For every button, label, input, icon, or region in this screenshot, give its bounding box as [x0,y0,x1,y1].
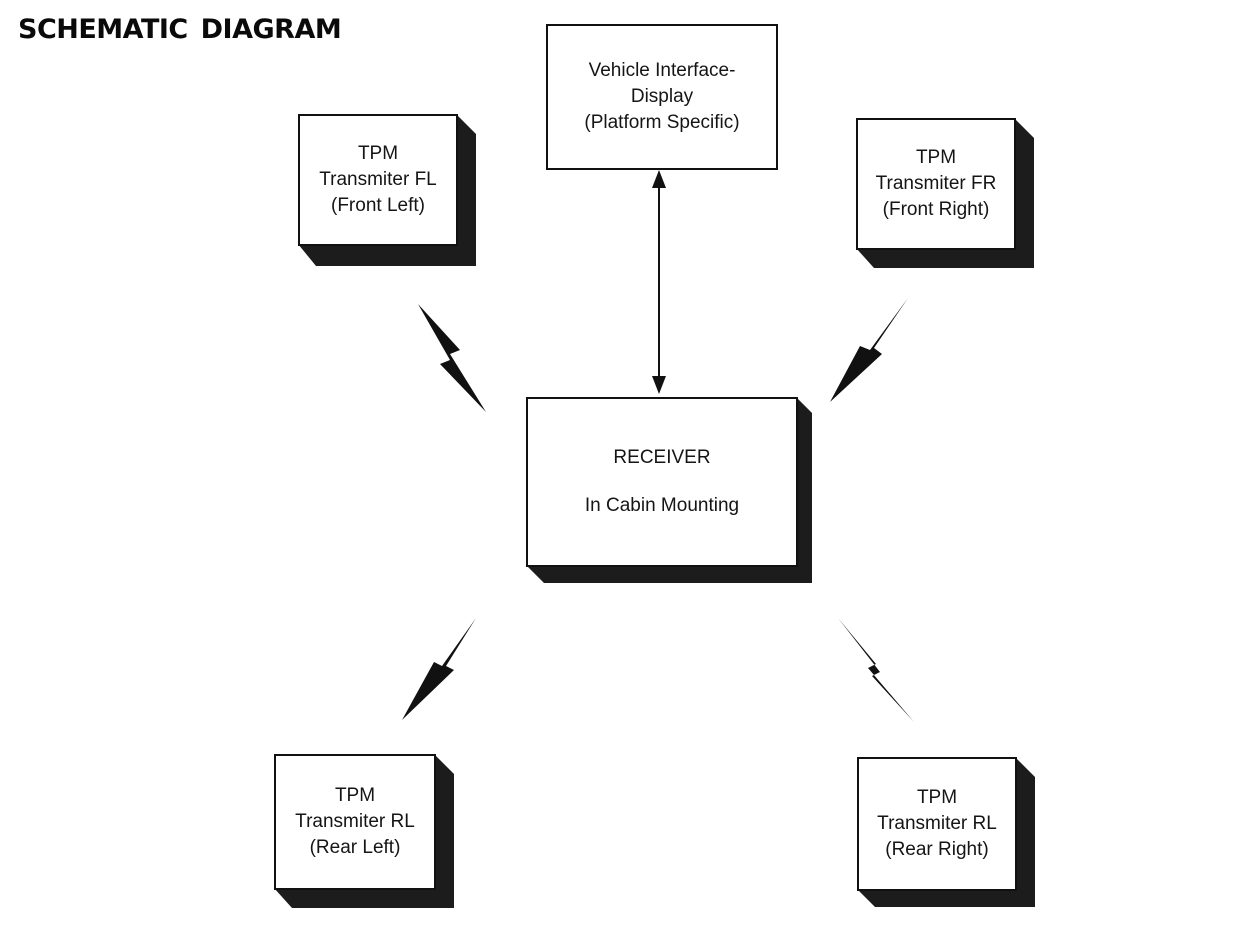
transmitter-rr-line-3: (Rear Right) [885,839,989,860]
transmitter-rl-line-3: (Rear Left) [309,837,401,858]
wireless-signal-fl-icon [418,304,486,412]
transmitter-fr-line-2: Transmiter FR [875,173,997,194]
wireless-signal-rl-icon [402,618,476,720]
vehicle-interface-display-box: Vehicle Interface- Display (Platform Spe… [546,24,778,170]
receiver-box: RECEIVER In Cabin Mounting [526,397,798,567]
transmitter-rl-shadow [274,754,454,908]
vehicle-interface-line-2: Display [630,86,694,107]
wireless-signal-fr-icon [830,298,908,402]
transmitter-rr-block: TPM Transmiter RL (Rear Right) [857,757,1037,909]
transmitter-fl-shadow [298,114,476,266]
receiver-block: RECEIVER In Cabin Mounting [526,397,814,585]
vehicle-interface-display-block: Vehicle Interface- Display (Platform Spe… [546,24,778,170]
transmitter-rr-line-1: TPM [916,787,958,808]
transmitter-fr-block: TPM Transmiter FR (Front Right) [856,118,1036,270]
transmitter-fr-shadow [856,118,1034,268]
transmitter-fl-block: TPM Transmiter FL (Front Left) [298,114,478,268]
transmitter-fl-line-2: Transmiter FL [319,169,437,190]
wireless-signal-rr-icon [838,618,914,722]
transmitter-rr-box: TPM Transmiter RL (Rear Right) [857,757,1017,891]
transmitter-fl-line-3: (Front Left) [331,195,425,216]
vehicle-interface-line-3: (Platform Specific) [584,112,740,133]
receiver-title: RECEIVER [613,447,711,468]
diagram-title: SCHEMATIC DIAGRAM [18,14,342,45]
vehicle-interface-line-1: Vehicle Interface- [588,60,736,81]
transmitter-fl-line-1: TPM [357,143,399,164]
transmitter-fr-box: TPM Transmiter FR (Front Right) [856,118,1016,250]
transmitter-rl-line-1: TPM [334,785,376,806]
transmitter-fr-line-3: (Front Right) [882,199,990,220]
transmitter-fl-box: TPM Transmiter FL (Front Left) [298,114,458,246]
receiver-subtitle: In Cabin Mounting [584,495,740,516]
transmitter-rl-box: TPM Transmiter RL (Rear Left) [274,754,436,890]
transmitter-rr-shadow [857,757,1035,907]
transmitter-fr-line-1: TPM [915,147,957,168]
transmitter-rr-line-2: Transmiter RL [877,813,997,834]
transmitter-rl-block: TPM Transmiter RL (Rear Left) [274,754,456,910]
transmitter-rl-line-2: Transmiter RL [295,811,415,832]
bidirectional-arrow [652,170,666,394]
